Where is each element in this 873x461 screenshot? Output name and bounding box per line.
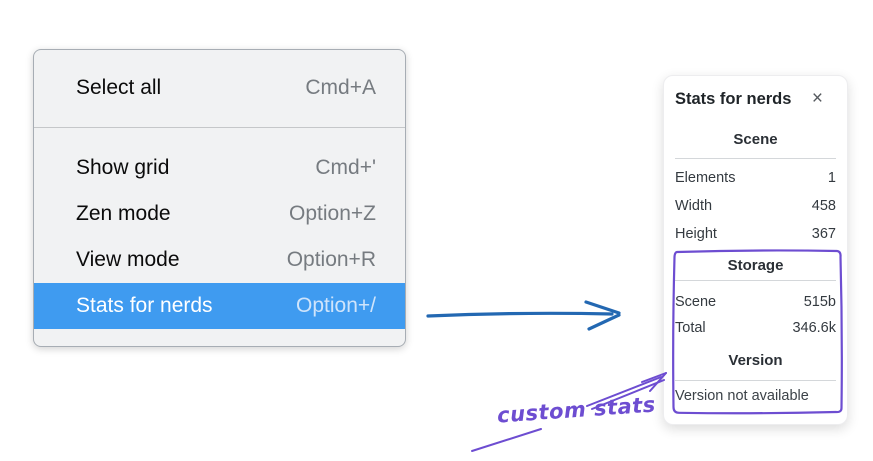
menu-item-label: Select all (76, 76, 162, 99)
menu-item-label: Stats for nerds (76, 294, 213, 317)
menu-item-label: Zen mode (76, 202, 171, 225)
context-menu: Select all Cmd+A Show grid Cmd+' Zen mod… (33, 49, 406, 347)
section-heading-storage: Storage (727, 257, 784, 274)
stat-value: 515b (803, 294, 836, 310)
section-heading-scene: Scene (733, 131, 778, 148)
close-icon[interactable]: × (811, 88, 823, 109)
stat-value: 1 (827, 170, 836, 186)
menu-section-top: Select all Cmd+A (34, 50, 405, 127)
menu-item-shortcut: Cmd+' (315, 156, 376, 179)
section-divider (675, 158, 836, 159)
section-divider (675, 280, 836, 281)
menu-item-zen-mode[interactable]: Zen mode Option+Z (34, 191, 405, 237)
menu-item-shortcut: Option+R (286, 248, 376, 271)
version-note: Version not available (675, 388, 809, 404)
menu-item-shortcut: Cmd+A (305, 76, 376, 99)
stat-label: Width (675, 198, 713, 214)
menu-item-view-mode[interactable]: View mode Option+R (34, 237, 405, 283)
stat-value: 367 (811, 226, 836, 242)
stat-label: Scene (675, 294, 717, 310)
stat-value: 346.6k (792, 320, 836, 336)
stat-row-width: Width 458 (675, 192, 836, 220)
stat-row-total-storage: Total 346.6k (675, 315, 836, 341)
stat-row-elements: Elements 1 (675, 164, 836, 192)
stat-label: Height (675, 226, 717, 242)
stat-label: Elements (675, 170, 736, 186)
menu-divider (34, 127, 405, 128)
menu-item-stats-for-nerds[interactable]: Stats for nerds Option+/ (34, 283, 405, 329)
section-heading-version: Version (728, 352, 783, 369)
section-divider (675, 380, 836, 381)
purple-arrow (471, 372, 667, 452)
stats-panel: Stats for nerds × Scene Elements 1 Width… (663, 75, 848, 425)
menu-item-label: Show grid (76, 156, 170, 179)
menu-item-label: View mode (76, 248, 180, 271)
stats-panel-title: Stats for nerds (675, 89, 792, 108)
menu-item-shortcut: Option+/ (296, 294, 376, 317)
custom-stats-annotation: custom stats (496, 392, 657, 428)
stats-panel-header: Stats for nerds × (675, 88, 836, 110)
menu-item-show-grid[interactable]: Show grid Cmd+' (34, 145, 405, 191)
stat-label: Total (675, 320, 706, 336)
stat-row-scene-storage: Scene 515b (675, 289, 836, 315)
menu-item-select-all[interactable]: Select all Cmd+A (34, 65, 405, 111)
stat-value: 458 (811, 198, 836, 214)
blue-arrow (426, 300, 621, 331)
stat-row-height: Height 367 (675, 220, 836, 248)
menu-item-shortcut: Option+Z (289, 202, 376, 225)
menu-section-view-options: Show grid Cmd+' Zen mode Option+Z View m… (34, 128, 405, 346)
